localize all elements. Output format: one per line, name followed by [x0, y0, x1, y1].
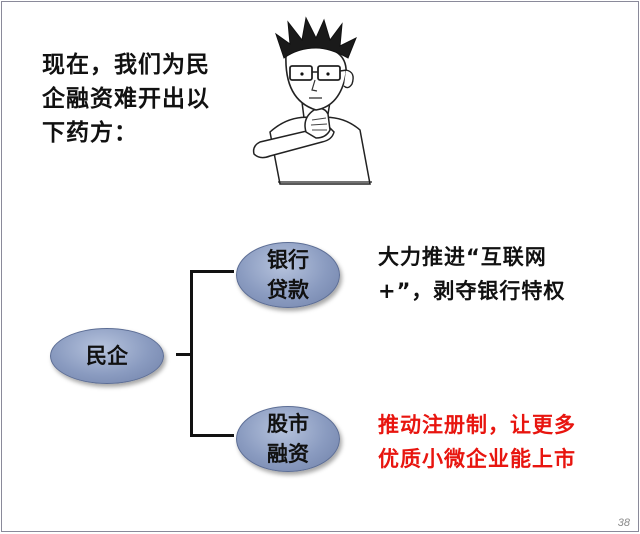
branch-node-label: 股市	[267, 412, 309, 436]
branch-description-stock-financing: 推动注册制，让更多 优质小微企业能上市	[378, 408, 576, 476]
connector-vertical	[190, 270, 193, 437]
branch-node-stock-financing: 股市 融资	[236, 406, 340, 472]
description-line: 推动注册制，让更多	[378, 413, 576, 437]
intro-line: 下药方：	[42, 120, 138, 146]
connector-branch-top	[190, 270, 234, 273]
page-number: 38	[617, 517, 630, 529]
connector-branch-bottom	[190, 434, 234, 437]
branch-node-bank-loan: 银行 贷款	[236, 242, 340, 308]
thinking-man-illustration	[252, 16, 372, 185]
branch-node-label: 银行	[267, 248, 309, 272]
intro-line: 企融资难开出以	[42, 86, 210, 112]
branch-node-label: 贷款	[267, 278, 309, 302]
intro-line: 现在，我们为民	[42, 52, 210, 78]
branch-node-label: 融资	[267, 442, 309, 466]
branch-description-bank-loan: 大力推进“互联网 +”，剥夺银行特权	[378, 240, 565, 308]
description-line: 优质小微企业能上市	[378, 447, 576, 471]
description-line: 大力推进“互联网	[378, 245, 547, 269]
intro-text: 现在，我们为民 企融资难开出以 下药方：	[42, 48, 242, 150]
root-node-label: 民企	[86, 344, 128, 368]
root-node: 民企	[50, 328, 164, 384]
description-line: +”，剥夺银行特权	[378, 279, 566, 303]
connector-root	[176, 353, 192, 356]
